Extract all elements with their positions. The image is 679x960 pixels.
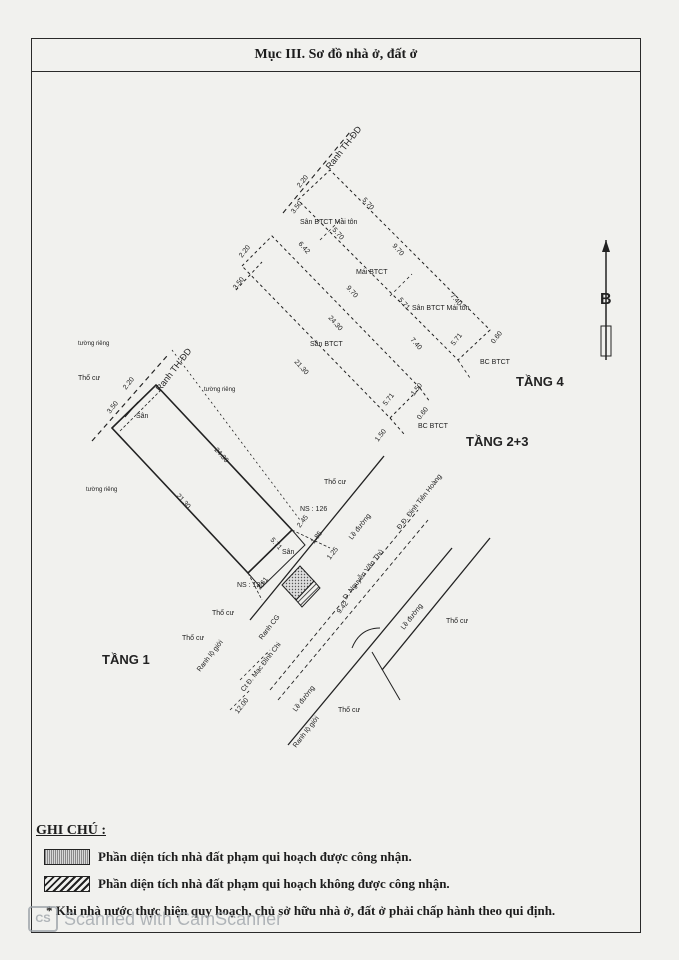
dim-2130: 21.30 [175,493,192,511]
dim-2430: 24.30 [327,315,344,333]
dim-570: 5.70 [331,227,345,242]
dim-970: 9.70 [345,285,359,300]
label-mai-btct: Mái BTCT [356,269,388,276]
label-tho-cu: Thổ cư [182,634,205,642]
ranh-th-dd-left: Ranh TH-ĐD [154,346,194,393]
label-tho-cu: Thổ cư [78,374,101,382]
label-bc-btct: BC BTCT [480,359,511,366]
dim-970: 9.70 [391,243,405,258]
legend-text-not-recognized: Phần diện tích nhà đất phạm qui hoạch kh… [98,876,450,891]
label-ranh-cg: Ranh CG [258,614,281,641]
hatched-swatch-icon [44,876,90,892]
label-ranh-lo-gioi: Ranh lộ giới [196,639,225,673]
floor-4-plan [282,131,491,379]
dim-571: 5.71 [269,537,283,552]
compass-letter: B [600,291,612,308]
label-road-mac-dinh-chi: Ct Đ. Mạc Đĩnh Chi [240,641,283,693]
label-ns-126: NS : 126 [300,506,327,513]
floor-23-label: TẦNG 2+3 [466,434,529,449]
ranh-boundary-dash [91,355,168,442]
legend-text-recognized: Phần diện tích nhà đất phạm qui hoạch đư… [98,849,412,864]
label-width-12: 12.00 [234,697,250,715]
dim-2130: 21.30 [293,359,310,377]
dim-150: 1.50 [410,382,424,397]
label-san: Sân [136,413,149,420]
dim-350: 3.50 [290,200,304,215]
dim-571: 5.71 [397,297,411,312]
label-le-duong: Lề đường [290,683,316,713]
camscanner-logo-icon: CS [28,906,58,932]
road-lines [229,455,491,746]
dotted-swatch-icon [44,849,90,865]
label-tho-cu: Thổ cư [324,478,347,486]
label-road-nguyen-van-thu: D. Nguyễn Văn Thủ [340,547,385,601]
dim-2430: 24.30 [213,447,230,465]
drawing-frame: Mục III. Sơ đồ nhà ở, đất ở [31,38,641,933]
label-san-btct: Sân BTCT [310,341,343,348]
floor-23-plan [235,235,431,435]
label-tho-cu: Thổ cư [338,706,361,714]
area-not-recognized [295,580,321,608]
front-yard [247,529,306,589]
dim-150: 1.50 [374,428,388,443]
label-tuong-rieng: tường riêng [204,387,235,393]
dim-185: 1.85 [310,530,324,545]
ranh-th-dd-top: Ranh TH-ĐD [324,124,364,171]
label-san-btct-mai-ton: Sân BTCT Mái tôn [300,219,358,226]
ranh-boundary-dash [171,349,301,521]
footnote: * Khi nhà nước thực hiện quy hoạch, chủ … [46,903,556,918]
dim-060: 0.60 [416,406,430,421]
dim-571: 5.71 [450,332,464,347]
watermark-text: Scanned with CamScanner [64,908,283,929]
dim-642: 6.42 [297,241,311,256]
legend-heading: GHI CHÚ : [36,823,106,838]
dim-220: 2.20 [122,376,136,391]
label-tho-cu: Thổ cư [446,617,469,625]
floor-4-label: TẦNG 4 [516,374,564,389]
lot-outline-floor4 [297,169,491,361]
dim-220: 2.20 [238,244,252,259]
label-san-btct-mai-ton: Sân BTCT Mái tôn [412,305,470,312]
dim-350: 3.50 [232,276,246,291]
dim-125: 1.25 [326,546,340,561]
label-ranh-lo-gioi: Ranh lộ giới [292,715,321,749]
label-tuong-rieng: tường riêng [78,341,109,347]
dim-060: 0.60 [490,330,504,345]
dim-261: 2.61 [256,576,270,591]
label-width-942: 9.42 [336,600,350,615]
label-le-duong: Lề đường [346,511,372,541]
label-tho-cu: Thổ cư [212,609,235,617]
label-san: Sân [282,549,295,556]
dim-570: 5.70 [361,197,375,212]
label-ns-130: NS : 130 [237,582,264,589]
legend-item-recognized: Phần diện tích nhà đất phạm qui hoạch đư… [44,849,412,865]
dim-740: 7.40 [409,337,423,352]
floor-1-plan [91,349,331,608]
dim-571: 5.71 [382,392,396,407]
label-le-duong: Lề đường [398,601,424,631]
legend-item-not-recognized: Phần diện tích nhà đất phạm qui hoạch kh… [44,876,450,892]
dim-350: 3.50 [106,400,120,415]
dim-245: 2.45 [296,514,310,529]
label-tuong-rieng: tường riêng [86,487,117,493]
label-road-dinh-tien-hoang: Đ.Đ. Đinh Tiên Hoàng [396,473,444,531]
north-arrow [600,240,612,360]
floor-1-label: TẦNG 1 [102,652,150,667]
camscanner-watermark: CS Scanned with CamScanner [28,906,282,932]
dim-220: 2.20 [296,174,310,189]
page-title: Mục III. Sơ đồ nhà ở, đất ở [32,39,640,72]
label-bc-btct: BC BTCT [418,423,449,430]
